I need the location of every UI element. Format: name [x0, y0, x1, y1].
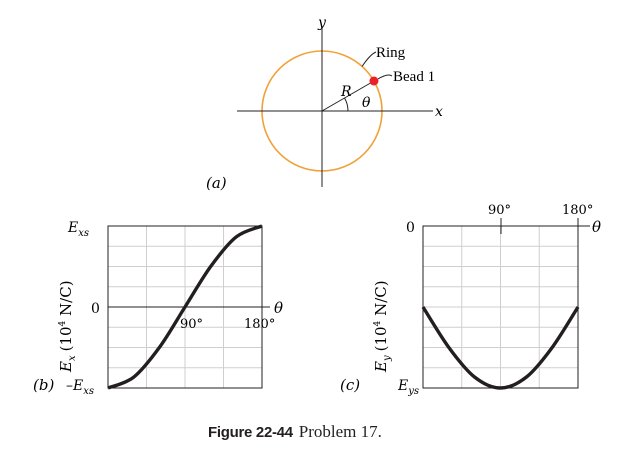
- panel-b-label: (b): [33, 376, 54, 394]
- figure-caption: Figure 22-44 Problem 17.: [208, 422, 382, 442]
- ring-label: Ring: [376, 45, 406, 61]
- x-tick-90-c: 90°: [488, 203, 511, 218]
- caption-text: Problem 17.: [298, 422, 382, 441]
- y-tick-top-b: Exs: [67, 220, 89, 239]
- angle-label: θ: [362, 95, 371, 111]
- y-tick-zero-c: 0: [406, 220, 415, 236]
- bead-leader-line: [377, 74, 393, 80]
- theta-label-c: θ: [592, 218, 601, 236]
- y-tick-bottom-c: Eys: [397, 378, 419, 397]
- y-tick-zero-b: 0: [91, 301, 100, 317]
- x-tick-90-b: 90°: [180, 317, 203, 332]
- plot-grid-c: [423, 226, 578, 388]
- ey-curve: [421, 306, 580, 390]
- y-axis-label-b: Ex(104 N/C): [57, 280, 78, 373]
- bead-label: Bead 1: [393, 69, 435, 85]
- y-tick-bottom-b: –Exs: [66, 378, 94, 397]
- plot-grid-b: [108, 226, 262, 388]
- panel-c-label: (c): [340, 376, 360, 394]
- x-tick-180-c: 180°: [562, 203, 593, 218]
- theta-label-b: θ: [274, 299, 283, 317]
- ex-curve: [107, 224, 263, 390]
- panel-b: Exs 0 –Exs 90° 180° θ Ex(104 N/C) (b): [33, 220, 283, 397]
- radius-line: [321, 80, 375, 112]
- angle-arc: [344, 97, 349, 112]
- panel-a: y x R θ Ring Bead 1 (a): [206, 15, 443, 192]
- y-axis-label-c: Ey(104 N/C): [372, 280, 393, 373]
- y-axis-label: y: [317, 15, 327, 31]
- x-axis-label: x: [435, 104, 443, 120]
- panel-c: 0 Eys 90° 180° θ Ey(104 N/C) (c): [340, 203, 601, 397]
- radius-label: R: [340, 84, 352, 100]
- x-tick-180-b: 180°: [244, 317, 275, 332]
- figure-number: Figure 22-44: [208, 424, 293, 441]
- bead: [369, 76, 379, 86]
- ring-leader-line: [361, 51, 377, 67]
- panel-a-label: (a): [206, 174, 227, 192]
